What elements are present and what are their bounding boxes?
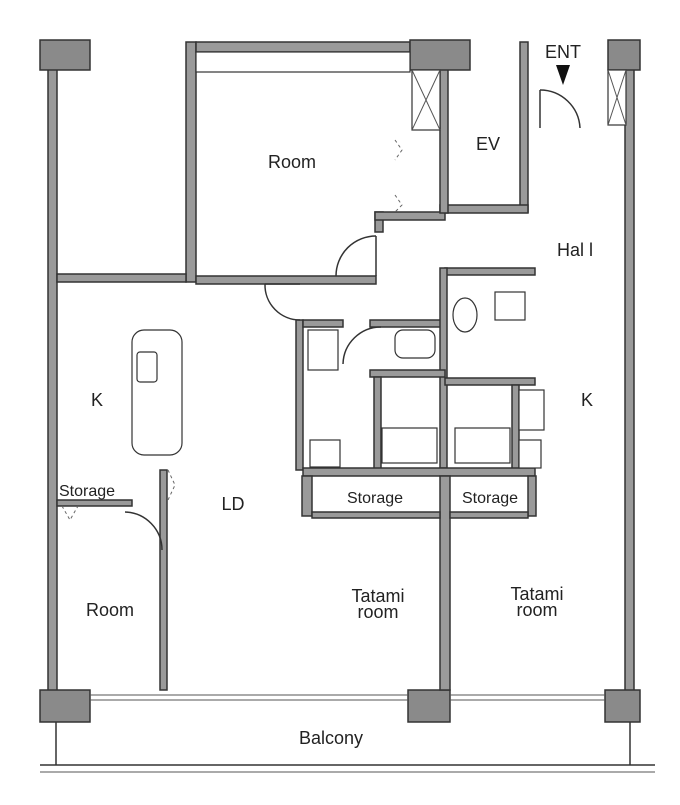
windows	[90, 51, 605, 701]
label-storage-left: Storage	[59, 483, 115, 500]
balcony	[40, 722, 655, 773]
label-living-dining: LD	[221, 494, 244, 514]
label-hall: Hal l	[557, 240, 593, 260]
label-entrance: ENT	[545, 42, 581, 62]
label-elevator: EV	[476, 134, 500, 154]
shafts	[411, 69, 627, 131]
outer-walls	[47, 41, 635, 694]
label-storage-right: Storage	[462, 490, 518, 507]
interior-walls	[56, 267, 537, 691]
label-tatami-right-room: room	[516, 600, 557, 620]
label-kitchen-left: K	[91, 390, 103, 410]
label-room-bottom: Room	[86, 600, 134, 620]
fixtures	[131, 65, 570, 469]
label-kitchen-right: K	[581, 390, 593, 410]
doors	[61, 89, 581, 551]
label-tatami-right: Tatami	[510, 584, 563, 604]
label-room-top: Room	[268, 152, 316, 172]
label-tatami-mid: Tatami	[351, 586, 404, 606]
entrance-arrow-icon	[556, 65, 570, 85]
label-tatami-mid-room: room	[357, 602, 398, 622]
structural-columns	[39, 39, 641, 723]
label-balcony: Balcony	[299, 728, 363, 748]
label-storage-mid: Storage	[347, 490, 403, 507]
